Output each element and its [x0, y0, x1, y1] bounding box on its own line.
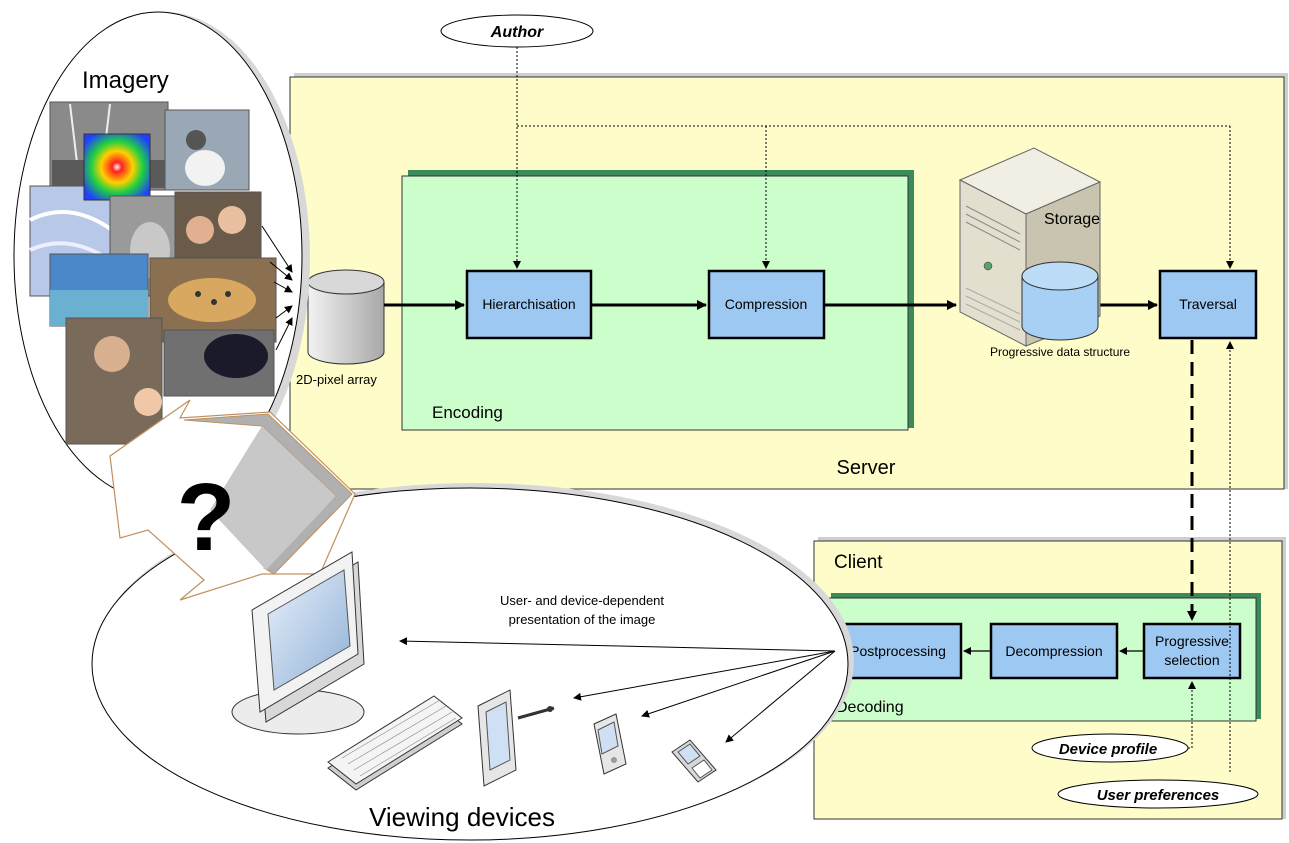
compression-box: Compression: [707, 269, 826, 340]
hierarchisation-label: Hierarchisation: [482, 296, 575, 312]
author-label: Author: [490, 24, 544, 41]
progressive-selection-label-line1: Progressive: [1155, 633, 1229, 649]
storage-label: Storage: [1044, 211, 1100, 228]
pixel-array-label: 2D-pixel array: [296, 372, 377, 387]
author-node: Author: [440, 14, 594, 48]
presentation-label-line1: User- and device-dependent: [500, 593, 664, 608]
device-profile-label: Device profile: [1059, 741, 1157, 758]
device-profile-node: Device profile: [1031, 733, 1189, 763]
decoding-label: Decoding: [836, 699, 904, 716]
progressive-data-structure-label: Progressive data structure: [990, 345, 1130, 359]
progressive-selection-label-line2: selection: [1164, 652, 1219, 668]
viewing-devices-group: Viewing devices: [91, 483, 854, 841]
server-label: Server: [837, 457, 896, 479]
feedback-question-arrow: ?: [109, 399, 356, 601]
keyboard-icon: [327, 695, 463, 791]
pda-icon: [593, 713, 627, 775]
decompression-box: Decompression: [989, 622, 1119, 680]
author-dotted-links: [513, 47, 1234, 269]
user-preferences-node: User preferences: [1057, 779, 1259, 809]
photo-collage: [29, 101, 293, 445]
storage-cylinder-icon: [1021, 261, 1099, 341]
presentation-label-line2: presentation of the image: [509, 612, 656, 627]
mobile-phone-icon: [671, 739, 717, 783]
compression-label: Compression: [725, 296, 807, 312]
decompression-label: Decompression: [1005, 643, 1102, 659]
question-mark: ?: [177, 464, 236, 571]
progressive-selection-box: Progressive selection: [1142, 622, 1242, 680]
postprocessing-label: Postprocessing: [850, 643, 946, 659]
traversal-label: Traversal: [1179, 296, 1237, 312]
postprocessing-box: Postprocessing: [833, 622, 963, 680]
tablet-icon: [477, 689, 555, 787]
client-label: Client: [834, 552, 883, 573]
user-preferences-label: User preferences: [1097, 787, 1220, 804]
hierarchisation-box: Hierarchisation: [465, 269, 593, 340]
pixel-array-cylinder-icon: [307, 269, 385, 365]
monitor-icon: [231, 551, 365, 735]
imagery-label: Imagery: [82, 67, 169, 94]
viewing-devices-label: Viewing devices: [369, 802, 555, 832]
traversal-box: Traversal: [1158, 269, 1258, 340]
encoding-label: Encoding: [432, 403, 503, 422]
presentation-arrows: [399, 637, 836, 743]
